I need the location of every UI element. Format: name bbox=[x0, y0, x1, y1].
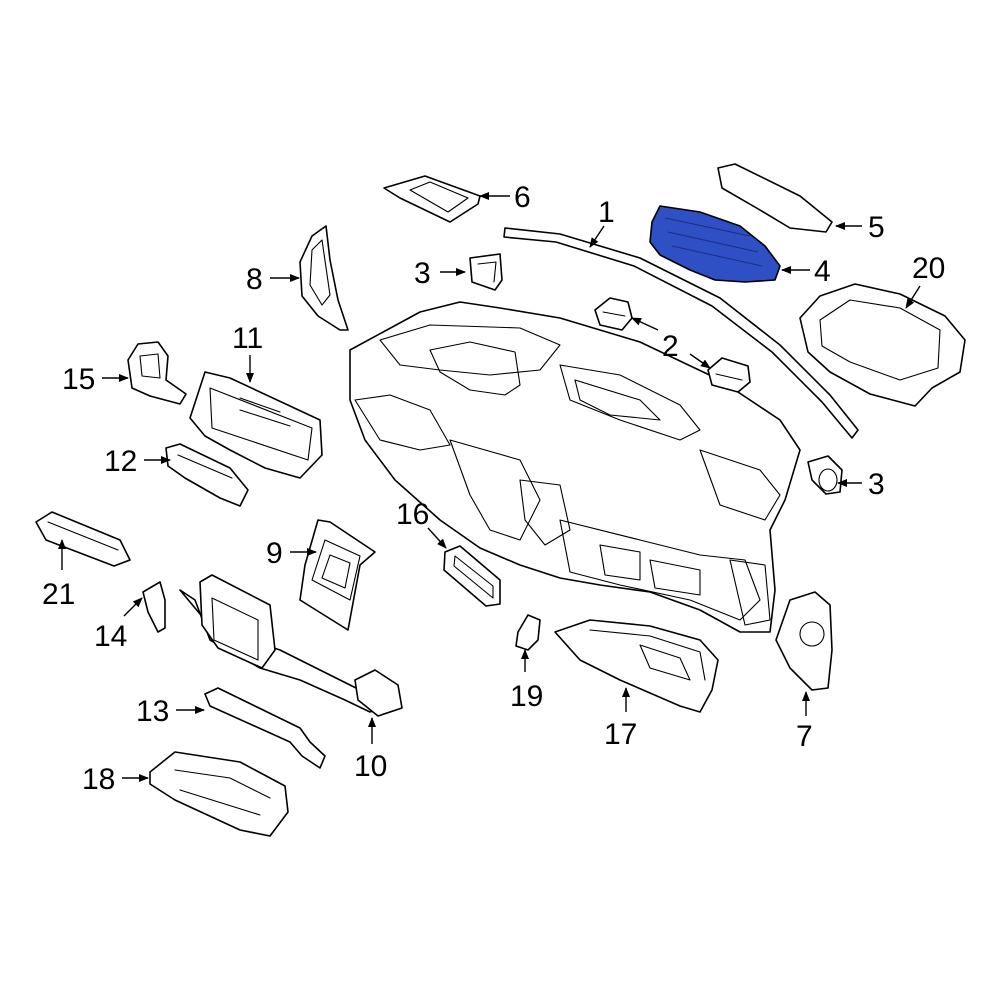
callout-5: 5 bbox=[868, 211, 885, 244]
part-8-side-bezel[interactable] bbox=[299, 225, 349, 331]
callout-3-left: 3 bbox=[414, 257, 431, 290]
callout-1: 1 bbox=[598, 196, 615, 229]
callout-labels: 1 2 3 3 4 5 6 7 8 9 10 11 12 13 14 15 16… bbox=[42, 181, 945, 796]
callout-15: 15 bbox=[62, 363, 95, 396]
part-4-highlighted-cover[interactable] bbox=[649, 205, 781, 283]
part-3-vent-left[interactable] bbox=[469, 253, 503, 291]
part-2-vent-upper[interactable] bbox=[594, 297, 633, 331]
callout-21: 21 bbox=[42, 578, 75, 611]
callout-14: 14 bbox=[94, 620, 127, 653]
callout-12: 12 bbox=[104, 445, 137, 478]
callout-leaders bbox=[58, 192, 921, 782]
part-20-airbag-module[interactable] bbox=[799, 283, 966, 407]
part-5-panel-cover[interactable] bbox=[717, 163, 833, 233]
part-16-trim-panel[interactable] bbox=[443, 545, 501, 607]
part-17-glovebox-door[interactable] bbox=[554, 619, 719, 713]
part-12-cluster-lower-trim[interactable] bbox=[165, 443, 249, 507]
part-2-vent-lower[interactable] bbox=[707, 357, 751, 393]
leader-16 bbox=[427, 527, 447, 549]
part-1-instrument-panel[interactable] bbox=[349, 301, 801, 633]
callout-8: 8 bbox=[246, 263, 263, 296]
leader-2-lower bbox=[689, 353, 711, 369]
part-6-top-trim[interactable] bbox=[383, 175, 481, 223]
part-7-end-cap[interactable] bbox=[775, 591, 833, 691]
leader-14 bbox=[123, 597, 143, 617]
part-9-bracket-panel[interactable] bbox=[299, 519, 376, 631]
callout-9: 9 bbox=[266, 537, 283, 570]
callout-4: 4 bbox=[814, 255, 831, 288]
callout-18: 18 bbox=[82, 763, 115, 796]
callout-16: 16 bbox=[396, 498, 429, 531]
callout-17: 17 bbox=[604, 718, 637, 751]
part-1-trim-strip[interactable] bbox=[503, 227, 859, 439]
part-11-cluster-housing[interactable] bbox=[189, 371, 323, 479]
callout-6: 6 bbox=[514, 181, 531, 214]
part-14-small-bracket[interactable] bbox=[142, 581, 166, 633]
callout-7: 7 bbox=[796, 720, 813, 753]
part-10-cross-car-beam[interactable] bbox=[179, 574, 403, 717]
part-15-switch-bezel[interactable] bbox=[127, 341, 187, 405]
part-13-lower-bar[interactable] bbox=[204, 687, 326, 769]
callout-3-right: 3 bbox=[868, 468, 885, 501]
part-19-clip[interactable] bbox=[515, 614, 541, 651]
part-18-lower-panel[interactable] bbox=[149, 751, 289, 837]
leader-1 bbox=[589, 225, 605, 248]
callout-20: 20 bbox=[912, 252, 945, 285]
leader-20 bbox=[905, 285, 921, 309]
callout-2: 2 bbox=[662, 330, 679, 363]
leader-2-upper bbox=[631, 317, 659, 331]
part-3-vent-right[interactable] bbox=[807, 455, 843, 495]
callout-11: 11 bbox=[232, 322, 263, 355]
callout-19: 19 bbox=[510, 680, 543, 713]
part-21-switch-module[interactable] bbox=[35, 511, 131, 567]
callout-10: 10 bbox=[354, 750, 387, 783]
callout-13: 13 bbox=[136, 695, 169, 728]
